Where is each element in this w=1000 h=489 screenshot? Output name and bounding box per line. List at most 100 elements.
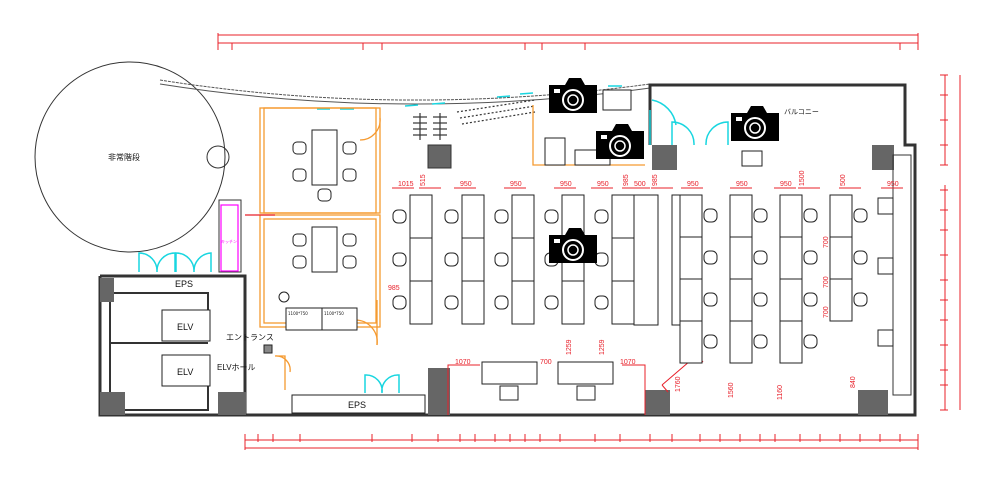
stairs-circle <box>34 61 226 253</box>
chair <box>544 209 559 224</box>
right-dimension-line <box>944 75 961 410</box>
dimension-label: 950 <box>736 181 748 188</box>
chair <box>803 208 818 223</box>
chair <box>594 295 609 310</box>
core-walls <box>98 83 917 417</box>
dimension-label: 1259 <box>599 339 606 355</box>
kitchen-label: キッチン <box>221 239 237 244</box>
chair <box>444 295 459 310</box>
workstation-desk <box>461 280 485 325</box>
workstation-desk <box>409 237 433 282</box>
camera-flash <box>601 135 607 139</box>
workstation-desk <box>779 236 803 280</box>
entrance-door[interactable] <box>274 355 291 390</box>
chair <box>392 295 407 310</box>
workstation-desk <box>679 320 703 364</box>
eps-left-label: EPS <box>175 279 193 289</box>
workstation-desk <box>679 236 703 280</box>
right-wall-cabinet <box>892 154 912 396</box>
cabinet <box>321 307 358 331</box>
dimension-label: 950 <box>560 181 572 188</box>
dim-line <box>447 364 646 415</box>
meeting-room-partitions <box>259 107 381 346</box>
workstation-desk <box>611 237 635 282</box>
plant-icon <box>278 291 290 303</box>
table-2-size: 1100*750 <box>324 311 344 316</box>
table-1-size: 1100*750 <box>288 311 308 316</box>
workstation-desk <box>409 194 433 239</box>
chair <box>292 255 307 269</box>
column-circle <box>206 145 230 169</box>
chair <box>342 255 357 269</box>
dimension-label: 1015 <box>398 181 414 188</box>
double-door-bottom[interactable] <box>364 374 400 394</box>
dimension-label: 1070 <box>620 359 636 366</box>
camera-icon[interactable] <box>731 106 779 141</box>
top-dimension-line <box>217 33 919 50</box>
chair <box>317 188 332 202</box>
elevator-1[interactable] <box>161 309 211 342</box>
camera-lens <box>744 117 766 139</box>
double-door-left[interactable] <box>138 252 212 273</box>
chair <box>576 385 596 401</box>
dimension-label: 950 <box>510 181 522 188</box>
chair <box>853 292 868 307</box>
meeting-table <box>311 226 338 273</box>
chair <box>853 250 868 265</box>
chair <box>342 168 357 182</box>
dimension-label: 515 <box>420 174 427 186</box>
workstation-desk <box>829 194 853 238</box>
workstation-desk <box>633 194 659 326</box>
chair <box>803 250 818 265</box>
intercom-icon <box>263 344 273 354</box>
chair <box>753 292 768 307</box>
dimension-label: 500 <box>840 174 847 186</box>
bike-rack <box>413 99 536 140</box>
chair <box>494 295 509 310</box>
workstation-desk <box>829 278 853 322</box>
locker <box>544 137 566 166</box>
camera-icon[interactable] <box>549 78 597 113</box>
workstation-desk <box>611 280 635 325</box>
dimension-label: 700 <box>823 276 830 288</box>
dimension-label: 1500 <box>799 170 806 186</box>
dimension-label: 1160 <box>777 385 784 400</box>
dimension-label: 1070 <box>455 359 471 366</box>
workstation-desk <box>829 236 853 280</box>
workstation-desk <box>511 194 535 239</box>
kitchen-counter <box>218 199 242 273</box>
workstation-desk <box>729 236 753 280</box>
chair <box>877 197 894 215</box>
balcony-doors[interactable] <box>649 99 729 146</box>
eps-bottom-label: EPS <box>348 400 366 410</box>
camera-icon[interactable] <box>549 228 597 263</box>
camera-lens <box>609 135 631 157</box>
manager-desk <box>557 361 614 385</box>
elv-hall-label: ELVホール <box>217 363 256 372</box>
dimension-label: 950 <box>687 181 699 188</box>
kitchen-area <box>220 204 239 272</box>
chair <box>392 209 407 224</box>
chair <box>753 208 768 223</box>
dimension-label: 840 <box>850 376 857 388</box>
camera-icon[interactable] <box>596 124 644 159</box>
workstation-desk <box>511 280 535 325</box>
dimension-label: 1259 <box>566 339 573 355</box>
workstation-desk <box>779 320 803 364</box>
dimension-label: 950 <box>887 181 899 188</box>
workstation-desk <box>779 278 803 322</box>
elv-2-label: ELV <box>177 367 193 377</box>
camera-lens-inner <box>567 244 579 256</box>
camera-lens-inner <box>614 140 626 152</box>
chair <box>342 233 357 247</box>
chair <box>544 295 559 310</box>
camera-lens <box>562 239 584 261</box>
chair <box>703 250 718 265</box>
workstation-desk <box>561 280 585 325</box>
workstation-desk <box>729 278 753 322</box>
chair <box>292 233 307 247</box>
dimension-label: 950 <box>780 181 792 188</box>
elevator-2[interactable] <box>161 354 211 387</box>
workstation-desk <box>779 194 803 238</box>
